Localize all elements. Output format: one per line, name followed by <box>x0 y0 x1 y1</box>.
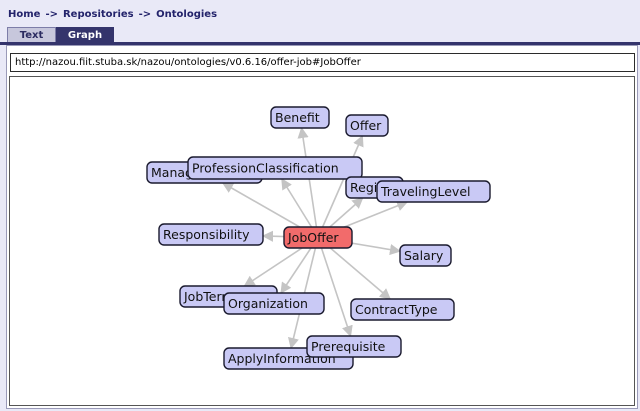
graph-node-organization-box <box>223 292 325 315</box>
breadcrumb-separator: -> <box>45 9 58 20</box>
graph-node-traveling-level[interactable]: TravelingLevel <box>376 180 491 203</box>
graph-node-offer-label: Offer <box>350 118 382 133</box>
graph-node-responsibility[interactable]: Responsibility <box>158 223 264 246</box>
ontology-graph[interactable]: BenefitOfferManagerProfessionClassificat… <box>10 77 634 405</box>
graph-node-job-offer-box <box>283 226 353 249</box>
breadcrumb: Home -> Repositories -> Ontologies <box>8 9 217 23</box>
graph-node-prerequisite-label: Prerequisite <box>311 339 386 354</box>
graph-edge <box>317 134 364 238</box>
graph-node-job-term-label: JobTerm <box>183 289 234 304</box>
tab-bar: Text Graph <box>7 27 114 43</box>
ontology-url-field[interactable] <box>10 53 635 72</box>
tab-graph[interactable]: Graph <box>56 27 114 43</box>
graph-node-job-offer-label: JobOffer <box>287 230 339 245</box>
graph-node-prerequisite-box <box>306 335 402 358</box>
graph-panel: BenefitOfferManagerProfessionClassificat… <box>6 45 638 409</box>
graph-node-responsibility-label: Responsibility <box>163 227 250 242</box>
graph-node-benefit-box <box>270 106 330 129</box>
graph-node-traveling-level-box <box>376 180 491 203</box>
graph-node-salary-label: Salary <box>404 248 444 263</box>
graph-node-contract-type-label: ContractType <box>355 302 438 317</box>
graph-edge <box>317 237 353 338</box>
tab-text[interactable]: Text <box>7 27 56 43</box>
graph-node-profession-classification-box <box>187 156 363 180</box>
graph-node-profession-classification-label: ProfessionClassification <box>192 161 339 176</box>
graph-node-organization-label: Organization <box>228 296 308 311</box>
breadcrumb-ontologies[interactable]: Ontologies <box>156 9 218 20</box>
graph-node-offer-box <box>345 114 389 137</box>
graph-node-traveling-level-label: TravelingLevel <box>380 184 470 199</box>
graph-node-responsibility-box <box>158 223 264 246</box>
graph-node-benefit[interactable]: Benefit <box>270 106 330 129</box>
breadcrumb-home[interactable]: Home <box>8 9 41 20</box>
graph-node-benefit-label: Benefit <box>275 110 320 125</box>
graph-node-organization[interactable]: Organization <box>223 292 325 315</box>
graph-node-contract-type-box <box>350 298 455 321</box>
breadcrumb-repositories[interactable]: Repositories <box>62 9 134 20</box>
breadcrumb-separator: -> <box>138 9 152 20</box>
graph-edge <box>297 126 319 238</box>
tab-underline <box>0 42 640 45</box>
graph-node-salary[interactable]: Salary <box>399 244 452 267</box>
graph-node-salary-box <box>399 244 452 267</box>
graph-node-contract-type[interactable]: ContractType <box>350 298 455 321</box>
graph-node-job-offer[interactable]: JobOffer <box>283 226 353 249</box>
graph-node-prerequisite[interactable]: Prerequisite <box>306 335 402 358</box>
graph-node-offer[interactable]: Offer <box>345 114 389 137</box>
graph-node-profession-classification[interactable]: ProfessionClassification <box>187 156 363 180</box>
